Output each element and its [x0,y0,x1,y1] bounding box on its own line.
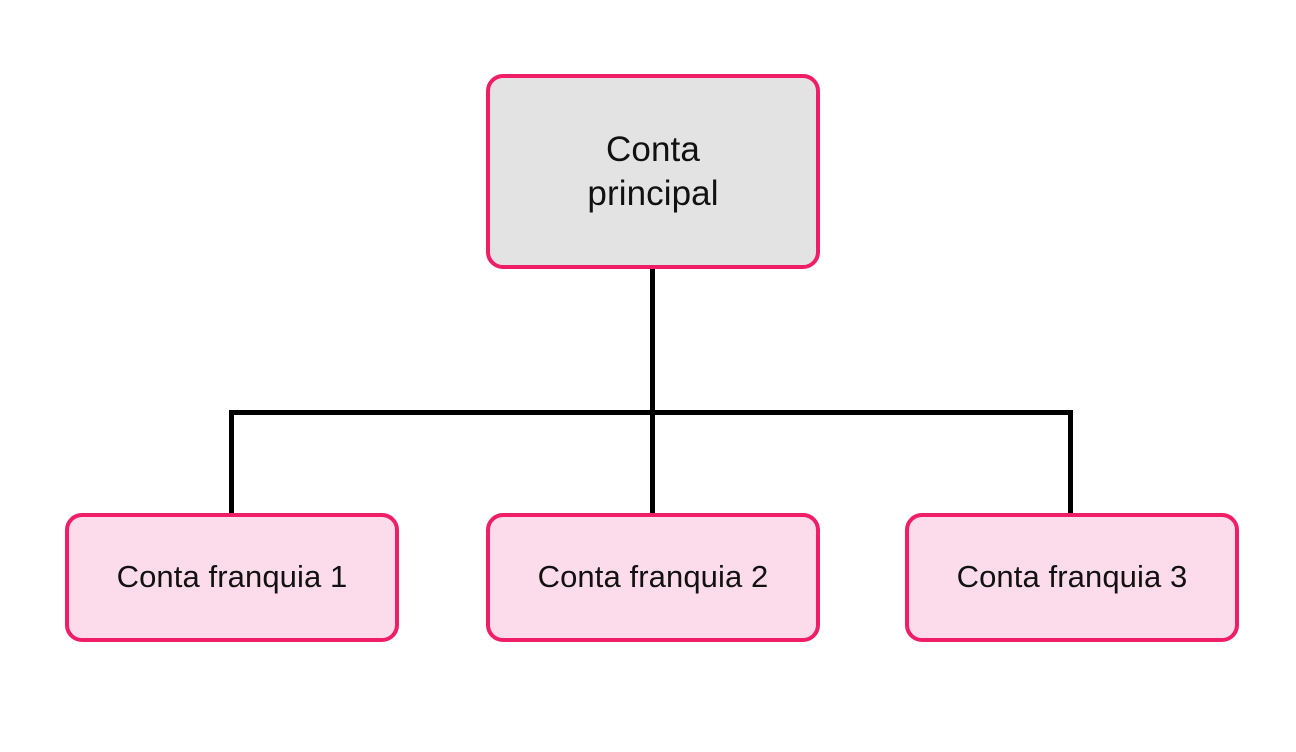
node-conta-franquia-2-label: Conta franquia 2 [537,559,769,595]
node-conta-franquia-1[interactable]: Conta franquia 1 [65,513,399,642]
node-conta-franquia-2[interactable]: Conta franquia 2 [486,513,820,642]
node-conta-franquia-3[interactable]: Conta franquia 3 [905,513,1239,642]
node-conta-franquia-1-label: Conta franquia 1 [116,559,348,595]
node-conta-principal-label: Conta principal [587,130,719,213]
node-conta-franquia-3-label: Conta franquia 3 [956,559,1188,595]
node-conta-principal[interactable]: Conta principal [486,74,820,269]
